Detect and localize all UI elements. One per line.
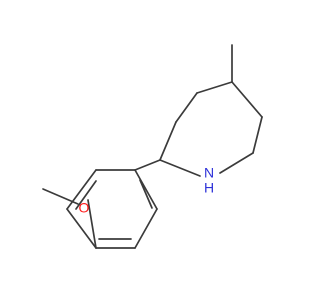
hydrogen-label: H bbox=[204, 180, 214, 196]
bond-c3-c4 bbox=[175, 92, 198, 123]
bond-oxygen-methyl bbox=[42, 188, 79, 205]
bond-ar5-ar6-inner bbox=[75, 180, 97, 210]
chemical-structure: N H O bbox=[42, 44, 263, 249]
bond-ar1-ar2 bbox=[134, 169, 158, 210]
bond-c6-c7 bbox=[252, 116, 263, 154]
bond-ar4-ar5 bbox=[66, 208, 97, 249]
bond-c2-c3 bbox=[159, 121, 177, 161]
bond-c7-n bbox=[219, 152, 254, 174]
bond-ar1-ar2-inner bbox=[139, 179, 153, 209]
azepane-ring bbox=[159, 81, 263, 177]
bond-ar2-ar3 bbox=[134, 208, 158, 249]
bond-c2-aryl bbox=[134, 159, 161, 171]
bond-n-c2 bbox=[159, 159, 201, 177]
bond-c5-c6 bbox=[231, 81, 263, 118]
bond-ar4-oxygen bbox=[87, 199, 97, 249]
bond-ar5-ar6 bbox=[66, 169, 97, 210]
benzene-ring bbox=[66, 169, 158, 249]
nitrogen-label: N bbox=[204, 165, 214, 181]
bond-c4-c5 bbox=[196, 81, 233, 94]
oxygen-label: O bbox=[79, 200, 90, 216]
